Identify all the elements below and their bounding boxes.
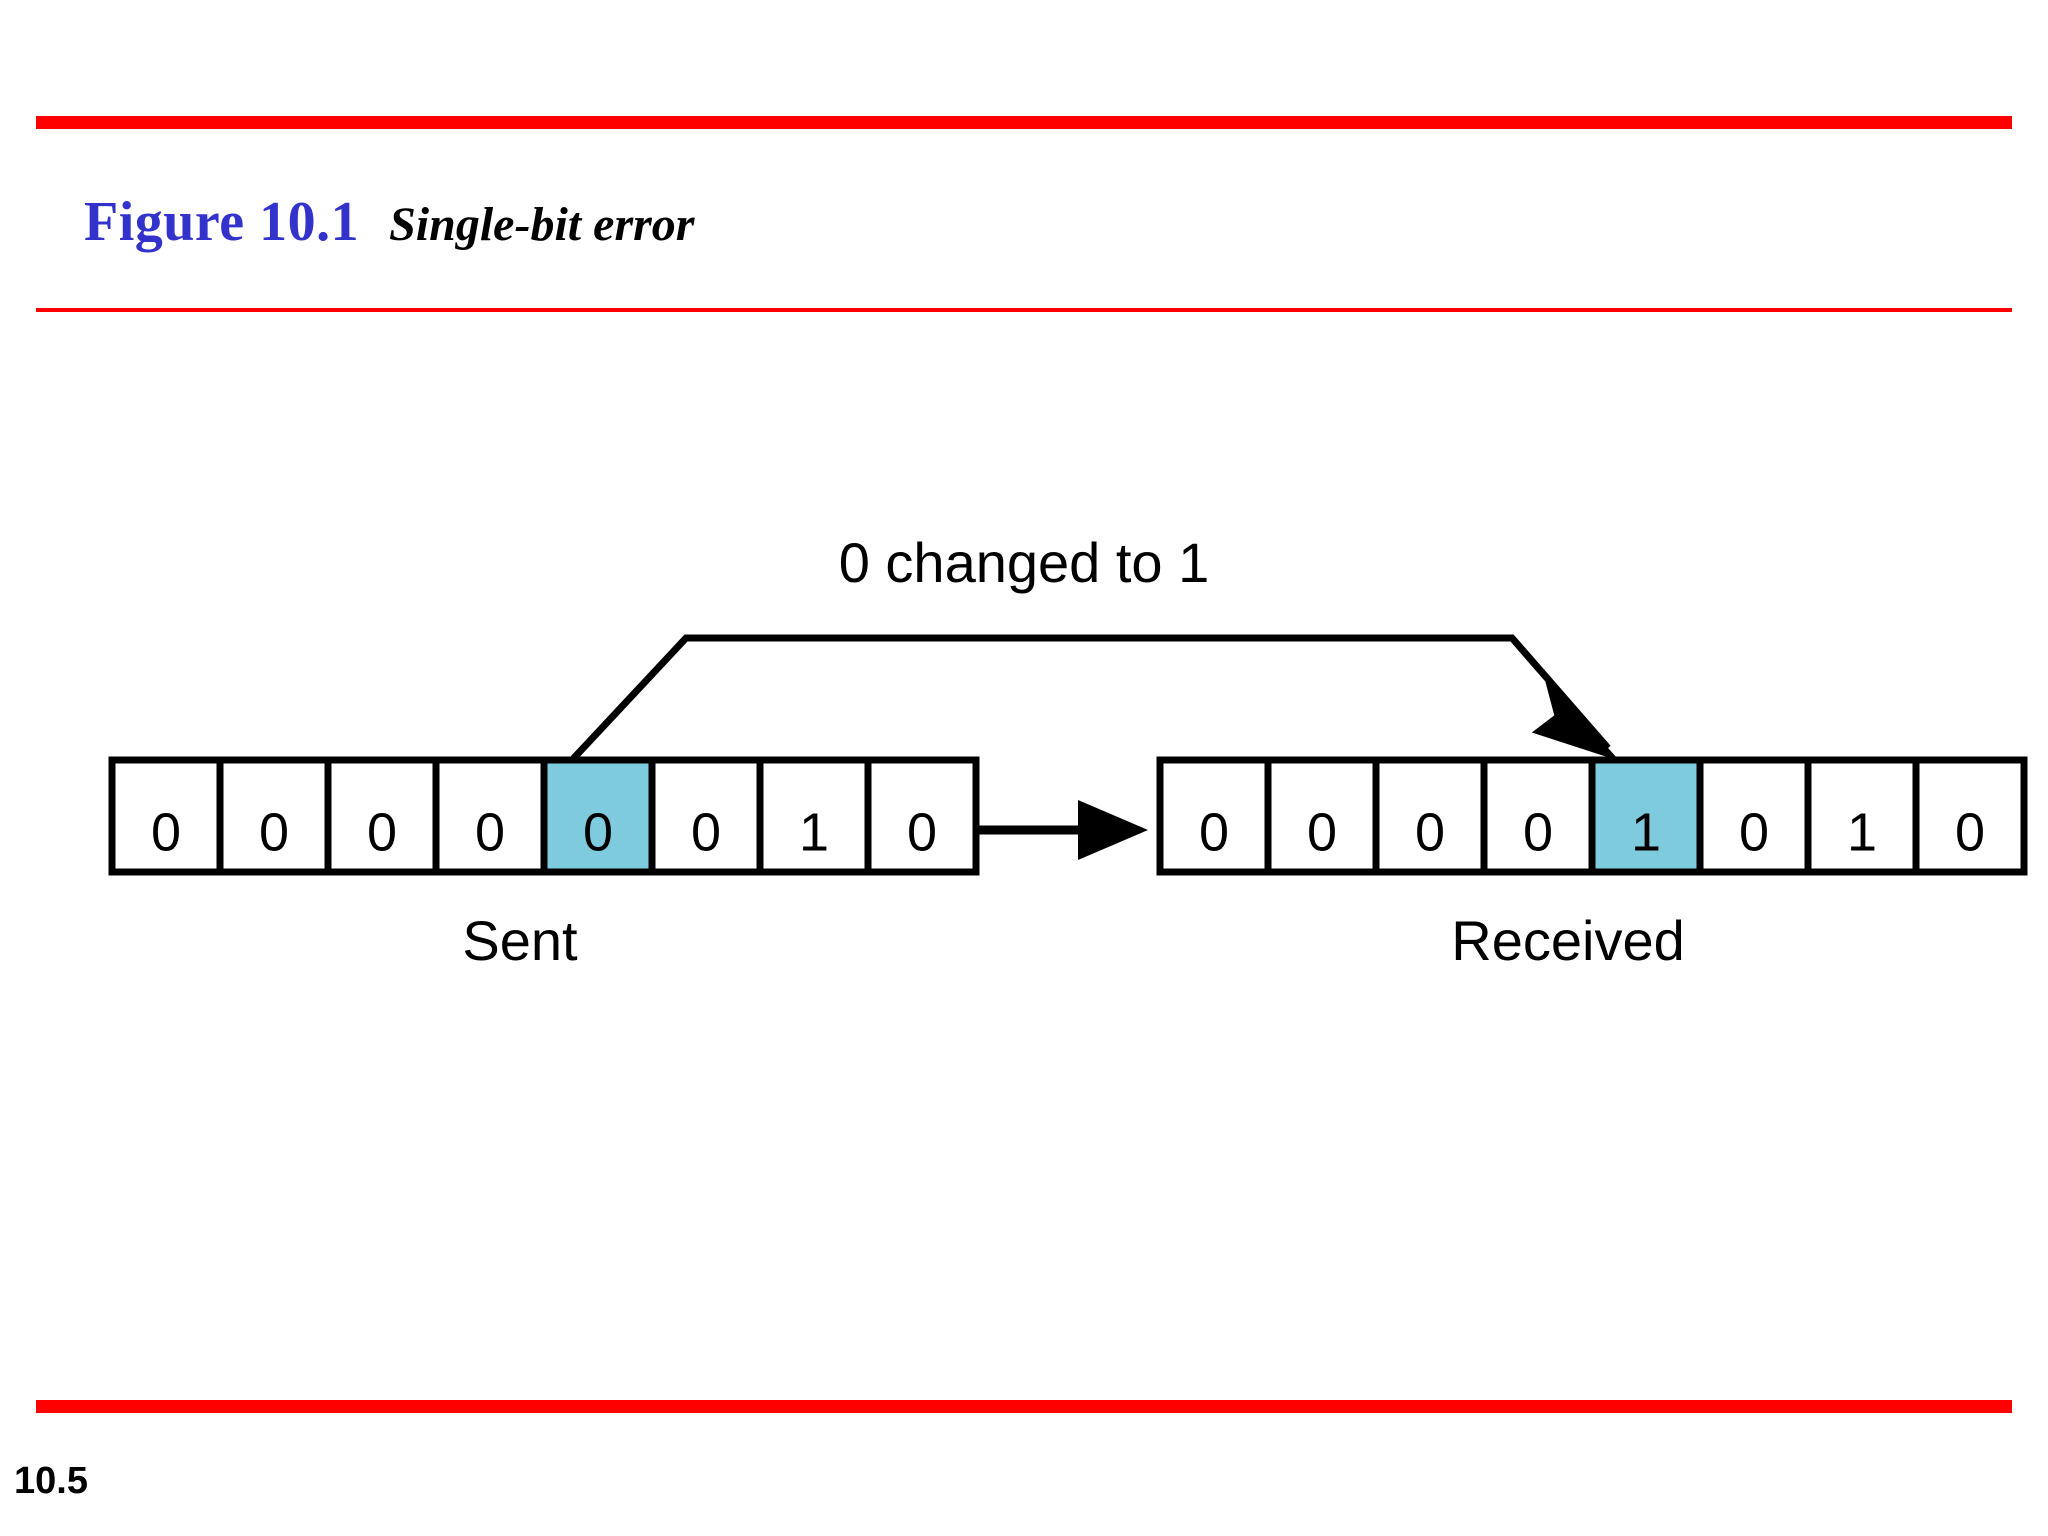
received-bit-value: 1	[1631, 802, 1661, 862]
received-bit-value: 0	[1523, 802, 1553, 862]
sent-bit-value: 0	[907, 802, 937, 862]
received-bit-cell	[1372, 756, 1488, 876]
callout-connector-line	[569, 634, 1611, 763]
sent-byte-group: 0 0 0 0 0 0 1 0 Sent	[108, 756, 980, 972]
received-bit-cell	[1480, 756, 1596, 876]
page-title: Figure 10.1 Single-bit error	[84, 190, 694, 254]
received-bit-value: 0	[1955, 802, 1985, 862]
received-bit-cell	[1804, 756, 1920, 876]
single-bit-error-diagram: 0 changed to 1 0 0 0 0	[0, 520, 2048, 1020]
received-bit-cell	[1912, 756, 2028, 876]
received-bit-value: 1	[1847, 802, 1877, 862]
sent-bit-cell	[324, 756, 440, 876]
received-bit-value: 0	[1199, 802, 1229, 862]
sent-bit-cell	[864, 756, 980, 876]
received-bit-cell	[1696, 756, 1812, 876]
figure-caption-label: Single-bit error	[389, 198, 695, 251]
callout-label: 0 changed to 1	[839, 531, 1210, 594]
received-bit-value: 0	[1415, 802, 1445, 862]
top-red-rule	[36, 116, 2012, 129]
sent-bit-cell	[756, 756, 872, 876]
sent-bit-cell	[648, 756, 764, 876]
received-bit-cell	[1156, 756, 1272, 876]
sent-bit-value: 0	[583, 802, 613, 862]
received-bit-value: 0	[1307, 802, 1337, 862]
callout-arrowhead-icon	[1531, 680, 1620, 762]
sent-bit-cell	[432, 756, 548, 876]
sent-bit-value: 1	[799, 802, 829, 862]
transmission-arrow-head	[1078, 800, 1148, 860]
received-byte-group: 0 0 0 0 1 0 1 0 Received	[1156, 756, 2028, 972]
sent-group-label: Sent	[462, 909, 578, 972]
title-underline-rule	[36, 308, 2012, 312]
received-bit-value: 0	[1739, 802, 1769, 862]
sent-bit-value: 0	[691, 802, 721, 862]
sent-bit-value: 0	[475, 802, 505, 862]
error-callout-path	[569, 634, 1620, 763]
sent-bit-value: 0	[259, 802, 289, 862]
slide-page-number: 10.5	[14, 1460, 88, 1502]
sent-bit-value: 0	[367, 802, 397, 862]
figure-number-label: Figure 10.1	[84, 191, 360, 253]
sent-bit-value: 0	[151, 802, 181, 862]
bottom-red-rule	[36, 1400, 2012, 1413]
received-group-label: Received	[1451, 909, 1684, 972]
